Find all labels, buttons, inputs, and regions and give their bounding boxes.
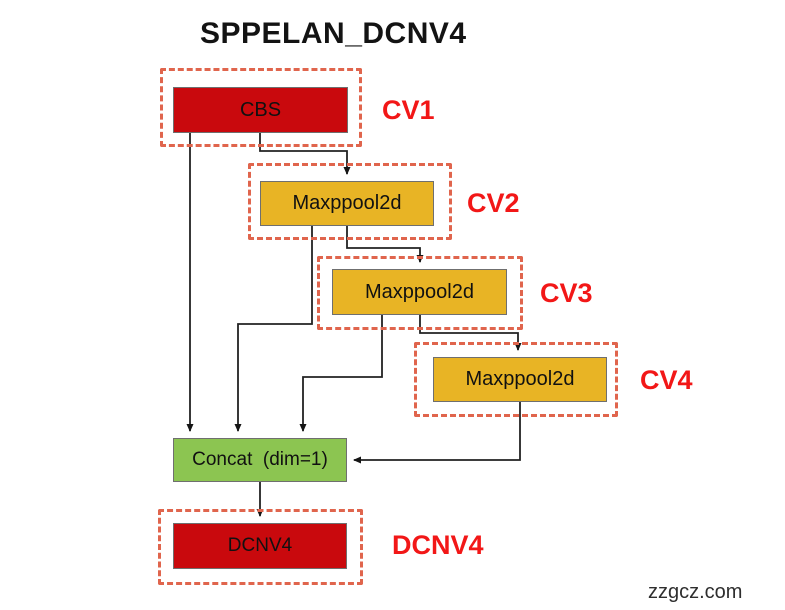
group-label-cv2: CV2 bbox=[467, 188, 520, 218]
node-concat: Concat (dim=1) bbox=[173, 438, 347, 482]
group-box-cv3 bbox=[317, 256, 523, 330]
diagram-title: SPPELAN_DCNV4 bbox=[200, 17, 467, 50]
node-maxpool-cv2-label: Maxppool2d bbox=[292, 192, 402, 214]
group-label-cv1: CV1 bbox=[382, 95, 435, 125]
node-maxpool-cv2: Maxppool2d bbox=[260, 181, 434, 226]
node-concat-label: Concat (dim=1) bbox=[192, 449, 328, 470]
watermark: zzgcz.com bbox=[648, 581, 743, 603]
node-cbs-label: CBS bbox=[239, 98, 282, 121]
node-maxpool-cv3-label: Maxppool2d bbox=[365, 280, 474, 303]
node-dcnv4: DCNV4 bbox=[173, 523, 347, 569]
node-dcnv4-label: DCNV4 bbox=[227, 535, 293, 556]
node-maxpool-cv4: Maxppool2d bbox=[433, 357, 607, 402]
edge-maxpool-cv2-to-concat bbox=[234, 226, 313, 432]
group-label-cv4: CV4 bbox=[640, 365, 693, 395]
node-maxpool-cv4-label: Maxppool2d bbox=[465, 368, 575, 390]
node-maxpool-cv3: Maxppool2d bbox=[332, 269, 507, 315]
group-box-cv4 bbox=[414, 342, 618, 417]
group-box-cv1 bbox=[160, 68, 362, 147]
node-cbs: CBS bbox=[173, 87, 348, 133]
group-box-cv2 bbox=[248, 163, 452, 240]
group-box-dcnv4 bbox=[158, 509, 363, 585]
edge-maxpool-cv3-to-concat bbox=[299, 315, 383, 432]
group-label-cv3: CV3 bbox=[540, 278, 593, 308]
group-label-dcnv4: DCNV4 bbox=[392, 530, 484, 560]
